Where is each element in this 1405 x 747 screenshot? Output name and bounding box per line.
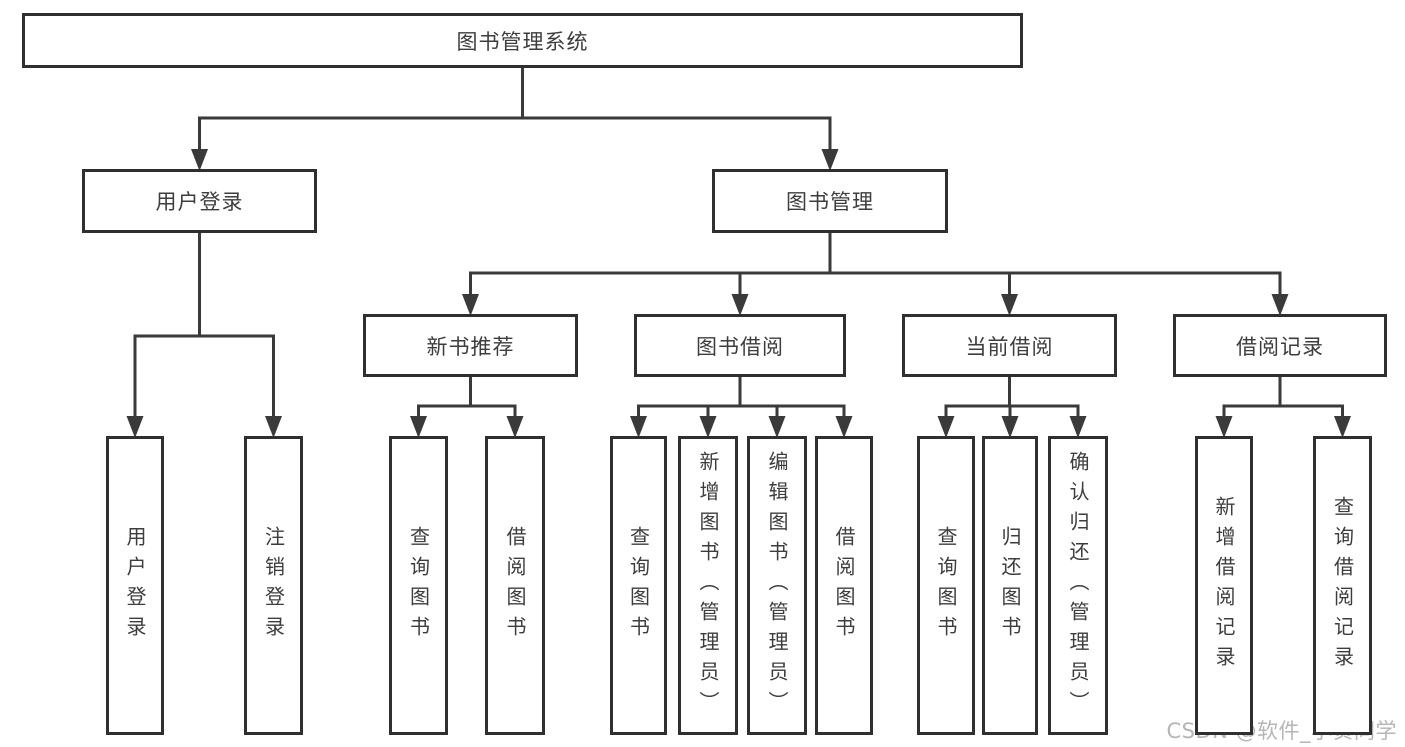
node-new-book-rec: 新书推荐 [363, 314, 578, 377]
node-bb-borrow-book: 借阅图书 [815, 436, 873, 735]
node-label: 新增图书（管理员） [696, 450, 720, 721]
node-current-borrow: 当前借阅 [902, 314, 1117, 377]
node-label: 新书推荐 [426, 334, 515, 359]
node-label: 借阅图书 [832, 525, 856, 646]
node-label: 图书管理 [786, 190, 874, 214]
node-label: 归还图书 [998, 525, 1022, 646]
node-bb-edit-book: 编辑图书（管理员） [747, 436, 807, 735]
node-label: 查询图书 [406, 525, 431, 646]
node-label: 当前借阅 [965, 334, 1054, 359]
node-label: 查询图书 [934, 525, 958, 646]
node-borrow-record: 借阅记录 [1173, 314, 1387, 377]
node-br-add-record: 新增借阅记录 [1195, 436, 1253, 735]
node-label: 确认归还（管理员） [1066, 450, 1090, 721]
node-label: 图书管理系统 [456, 29, 589, 54]
node-nbr-borrow-book: 借阅图书 [485, 436, 545, 735]
node-cb-return-book: 归还图书 [982, 436, 1038, 735]
node-leaf-user-login: 用户登录 [106, 436, 164, 735]
node-root: 图书管理系统 [22, 13, 1023, 68]
node-book-mgmt: 图书管理 [712, 169, 948, 233]
node-label: 借阅记录 [1236, 334, 1324, 359]
node-label: 借阅图书 [503, 525, 527, 646]
node-cb-query-book: 查询图书 [917, 436, 975, 735]
node-user-login: 用户登录 [82, 169, 317, 233]
node-leaf-logout: 注销登录 [244, 436, 303, 735]
node-cb-confirm-return: 确认归还（管理员） [1048, 436, 1108, 735]
node-book-borrow: 图书借阅 [634, 314, 846, 377]
node-bb-add-book: 新增图书（管理员） [678, 436, 738, 735]
node-br-query-record: 查询借阅记录 [1313, 436, 1372, 735]
node-label: 用户登录 [155, 190, 244, 214]
node-label: 注销登录 [261, 525, 286, 646]
node-label: 新增借阅记录 [1212, 495, 1236, 676]
node-bb-query-book: 查询图书 [610, 436, 667, 735]
node-label: 查询图书 [626, 525, 651, 646]
node-nbr-query-book: 查询图书 [389, 436, 448, 735]
node-label: 用户登录 [123, 525, 147, 646]
node-label: 编辑图书（管理员） [765, 450, 789, 721]
node-label: 图书借阅 [696, 334, 784, 359]
node-label: 查询借阅记录 [1330, 495, 1355, 676]
